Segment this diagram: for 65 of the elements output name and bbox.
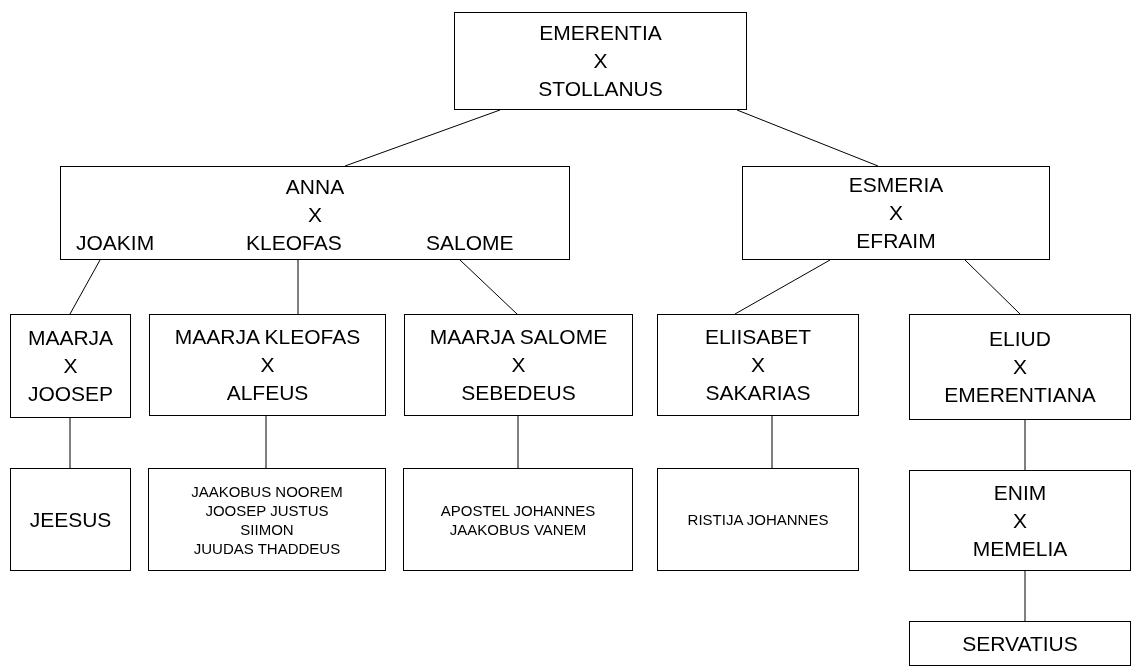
name-text: X: [260, 352, 275, 378]
name-text: EMERENTIA: [539, 20, 662, 46]
name-text: MEMELIA: [972, 535, 1068, 562]
person-box: [909, 621, 1131, 666]
connector-line: [344, 109, 501, 167]
name-text: ALFEUS: [226, 380, 309, 406]
name-text: SERVATIUS: [962, 630, 1078, 657]
connector-line: [734, 259, 831, 315]
name-text: X: [593, 48, 608, 74]
connector-line: [1024, 570, 1026, 622]
connector-line: [265, 415, 267, 469]
name-text: ANNA: [285, 174, 345, 200]
person-box: [657, 468, 859, 571]
name-text: SIIMON: [240, 519, 294, 539]
name-text: X: [511, 352, 526, 378]
name-text: ENIM: [993, 479, 1047, 506]
person-box: [404, 314, 633, 416]
connector-line: [297, 259, 299, 315]
name-text: JOOSEP JUSTUS: [205, 500, 329, 520]
name-text: ELIISABET: [704, 324, 812, 350]
name-text: ESMERIA: [848, 172, 944, 198]
name-text: X: [889, 200, 903, 226]
person-box: [149, 314, 386, 416]
connector-line: [517, 415, 519, 469]
connector-line: [771, 415, 773, 469]
name-text: STOLLANUS: [538, 76, 663, 102]
name-text: RISTIJA JOHANNES: [687, 510, 829, 529]
name-text: X: [1013, 354, 1027, 380]
connector-line: [736, 109, 879, 167]
name-text: SAKARIAS: [705, 380, 811, 406]
name-text: X: [751, 352, 765, 378]
name-text: JOAKIM: [76, 230, 155, 256]
name-text: X: [1013, 507, 1027, 534]
person-box: [403, 468, 633, 571]
name-text: JAAKOBUS VANEM: [449, 519, 587, 539]
person-box: [148, 468, 386, 571]
name-text: MAARJA SALOME: [429, 324, 608, 350]
name-text: KLEOFAS: [246, 230, 342, 256]
person-box: [657, 314, 859, 416]
name-text: JAAKOBUS NOOREM: [191, 481, 343, 501]
person-box: [909, 470, 1131, 571]
name-text: JEESUS: [29, 506, 112, 533]
connector-line: [1024, 419, 1026, 471]
name-text: EFRAIM: [856, 228, 936, 254]
person-box: [742, 166, 1050, 260]
person-box: [10, 314, 131, 418]
name-text: MAARJA: [27, 325, 114, 351]
name-text: JUUDAS THADDEUS: [193, 538, 341, 558]
person-box: [909, 314, 1131, 420]
name-text: EMERENTIANA: [944, 382, 1096, 408]
name-text: X: [308, 202, 322, 228]
connector-line: [964, 259, 1021, 315]
name-text: SEBEDEUS: [461, 380, 576, 406]
name-text: ELIUD: [989, 326, 1051, 352]
connector-line: [69, 417, 71, 469]
name-text: APOSTEL JOHANNES: [440, 500, 596, 520]
name-text: JOOSEP: [27, 381, 114, 407]
person-box: [10, 468, 131, 571]
connector-line: [69, 259, 101, 315]
connector-line: [459, 259, 518, 315]
name-text: SALOME: [426, 230, 514, 256]
person-box: [454, 12, 747, 110]
name-text: MAARJA KLEOFAS: [174, 324, 361, 350]
person-box: [60, 166, 570, 260]
name-text: X: [63, 353, 78, 379]
